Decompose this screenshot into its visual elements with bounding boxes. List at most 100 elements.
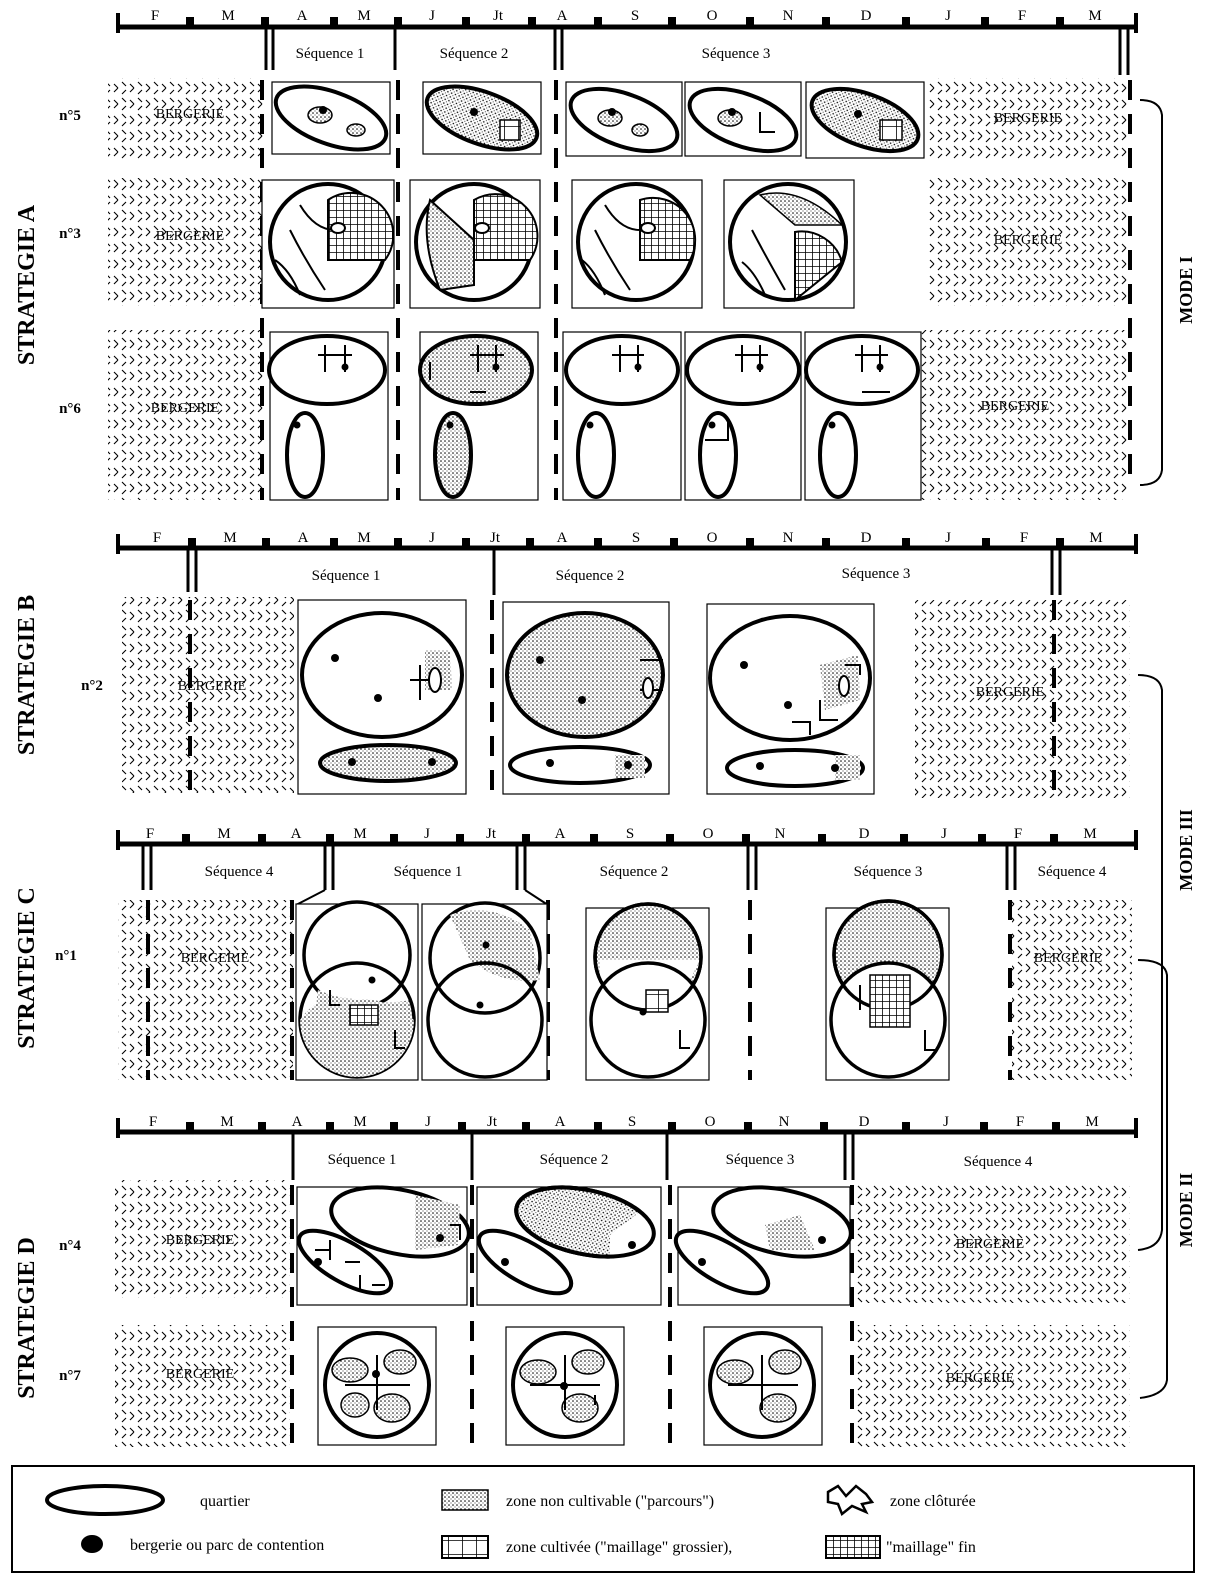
quartier-ellipse (476, 1228, 574, 1296)
strategy-label: STRATEGIE D (14, 1237, 40, 1399)
timeline-tick (186, 17, 194, 27)
timeline-tick (594, 17, 602, 27)
timeline-tick (394, 538, 402, 548)
month-label: M (357, 530, 370, 546)
month-label: F (1020, 530, 1028, 546)
bergerie-zone (1012, 900, 1132, 1080)
timeline-tick (666, 834, 674, 844)
strategy-b-block: F M A M J Jt A S O N D J F M Séquence 1 … (14, 530, 1138, 798)
bergerie-dot (586, 421, 594, 429)
parcours-zone (331, 1357, 369, 1383)
timeline-end-tick (1134, 534, 1138, 554)
timeline-tick (456, 834, 464, 844)
cultivated-zone (645, 989, 669, 1013)
month-label: A (557, 8, 568, 24)
month-label: J (945, 8, 951, 24)
bergerie-label: BERGERIE (1034, 951, 1102, 966)
bergerie-zone (108, 178, 263, 306)
parcours-zone (716, 1359, 754, 1385)
timeline-end-tick (1134, 13, 1138, 33)
legend-label: zone cultivée ("maillage" grossier), (506, 1539, 732, 1556)
timeline-tick (330, 538, 338, 548)
month-label: F (1018, 8, 1026, 24)
fine-grid-zone (639, 196, 697, 261)
timeline-tick (822, 17, 830, 27)
fence-mark (859, 985, 935, 1051)
month-label: Jt (487, 1114, 498, 1130)
month-label: A (298, 530, 309, 546)
bergerie-dot (446, 421, 454, 429)
timeline-tick (981, 17, 989, 27)
bergerie-label: BERGERIE (181, 951, 249, 966)
month-label: M (1088, 8, 1101, 24)
timeline-tick (746, 17, 754, 27)
mode-bracket (1137, 959, 1168, 1399)
bergerie-dot (698, 1258, 706, 1266)
timeline-tick (330, 17, 338, 27)
timeline-tick (528, 17, 536, 27)
month-label: M (353, 1114, 366, 1130)
bergerie-dot (624, 761, 632, 769)
month-label: M (221, 8, 234, 24)
month-label: A (297, 8, 308, 24)
bergerie-dot (784, 701, 792, 709)
sequence-label: Séquence 2 (600, 864, 669, 880)
timeline-tick (522, 834, 530, 844)
timeline-ticks (116, 1118, 1138, 1138)
month-label: S (631, 8, 639, 24)
timeline-tick (742, 834, 750, 844)
legend-fine-grid-icon (825, 1535, 881, 1559)
month-label: S (626, 826, 634, 842)
timeline-tick (590, 834, 598, 844)
bergerie-dot (331, 654, 339, 662)
bergerie-dot (341, 363, 349, 371)
bergerie-label: BERGERIE (994, 233, 1062, 248)
month-label: A (555, 1114, 566, 1130)
parcours-zone (415, 1195, 460, 1250)
bergerie-dot (482, 941, 490, 949)
sequence-divider (264, 27, 1130, 75)
mode-label: MODE III (1176, 809, 1196, 891)
row-label: n°2 (81, 678, 103, 694)
legend-label: zone clôturée (890, 1493, 976, 1510)
bergerie-label: BERGERIE (178, 679, 246, 694)
timeline-tick (458, 1122, 466, 1132)
quartier-ellipse (708, 614, 872, 742)
quartier-ellipse (318, 743, 458, 783)
strategy-c-block: F M A M J Jt A S O N D J F M Séquence 4 … (14, 826, 1138, 1081)
month-label: D (861, 530, 872, 546)
month-label: O (707, 8, 718, 24)
fence-mark (315, 1240, 385, 1290)
sequence-label: Séquence 3 (726, 1152, 795, 1168)
month-label: F (151, 8, 159, 24)
parcours-zone (373, 1393, 411, 1423)
bergerie-zone (928, 78, 1128, 160)
timeline-tick (1050, 834, 1058, 844)
mode-bracket (1139, 99, 1163, 486)
bergerie-dot (546, 759, 554, 767)
month-label: M (220, 1114, 233, 1130)
bergerie-zone (122, 597, 294, 793)
legend-cultivated-icon (441, 1535, 489, 1559)
bergerie-zone (108, 330, 263, 500)
row-label: n°5 (59, 108, 81, 124)
quartier-ellipse (568, 86, 680, 154)
month-label: M (223, 530, 236, 546)
month-label: A (555, 826, 566, 842)
month-label: J (941, 826, 947, 842)
month-label: D (859, 1114, 870, 1130)
sequence-label: Séquence 2 (440, 46, 509, 62)
bergerie-dot (628, 1241, 636, 1249)
fence-mark (679, 1030, 690, 1049)
parcours-zone (340, 1392, 370, 1418)
bergerie-dot (560, 1382, 568, 1390)
timeline-tick (902, 1122, 910, 1132)
parcel-boundary (581, 204, 641, 296)
legend-label: quartier (200, 1493, 250, 1510)
bergerie-zone (920, 330, 1128, 500)
quartier-circle (426, 961, 544, 1079)
month-label: Jt (490, 530, 501, 546)
sequence-label: Séquence 3 (842, 566, 911, 582)
strategy-d-block: F M A M J Jt A S O N D J F M Séquence 1 … (14, 1114, 1138, 1447)
